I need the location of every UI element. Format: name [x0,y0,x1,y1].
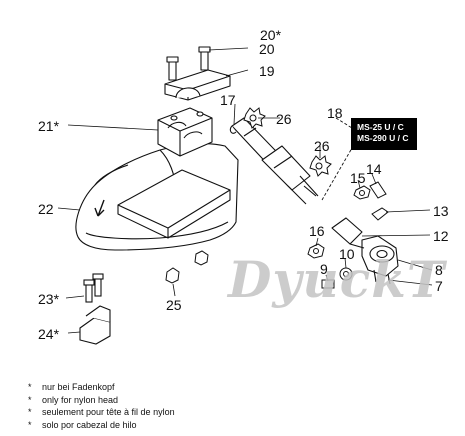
footnote-star: * [28,394,32,405]
part-label-26-upper: 26 [276,111,292,127]
part-label-16: 16 [309,223,325,239]
part-label-12: 12 [433,228,449,244]
part-label-13: 13 [433,203,449,219]
part-label-9: 9 [320,261,328,277]
deflector-guard [75,143,239,251]
star-washer-upper [243,107,266,129]
model-line-2: MS-290 U / C [357,133,409,143]
part-label-21-star: 21* [38,118,60,134]
footnote-text: seulement pour tête à fil de nylon [42,407,175,417]
part-label-19: 19 [259,63,275,79]
footnote-text: nur bei Fadenkopf [42,382,115,392]
mounting-bracket [157,107,213,157]
part-label-25: 25 [166,297,182,313]
star-washer-lower [309,155,332,177]
footnote-text: only for nylon head [42,394,119,405]
drive-shaft [229,117,319,205]
model-label-box: MS-25 U / C MS-290 U / C [351,118,417,150]
part-label-15: 15 [350,170,366,186]
hardware-small [165,181,389,289]
part-label-26-lower: 26 [314,138,330,154]
model-line-1: MS-25 U / C [357,122,404,132]
part-label-14: 14 [366,161,382,177]
footnote-text: solo por cabezal de hilo [42,419,137,430]
clamp-with-screws [164,46,231,101]
leader-lines [57,47,433,334]
watermark: DyuckT [228,250,446,309]
part-label-20-star: 20* [260,27,282,43]
footnotes: *nur bei Fadenkopf *only for nylon head … [28,381,175,431]
footnote-de: * nur bei Fadenkopf [28,381,175,394]
footnote-star: * [28,419,32,430]
small-bracket [79,273,111,345]
part-label-24-star: 24* [38,326,60,342]
footnote-fr: * seulement pour tête à fil de nylon [28,406,175,419]
part-label-17: 17 [220,92,236,108]
part-label-20: 20 [259,41,275,57]
footnote-star: * [28,407,32,417]
part-label-10: 10 [339,246,355,262]
part-label-23-star: 23* [38,291,60,307]
part-label-8: 8 [435,262,443,278]
gear-head [331,217,399,285]
footnote-es: * solo por cabezal de hilo [28,419,175,432]
bracket-leader-18 [321,117,353,201]
part-label-18: 18 [327,105,343,121]
footnote-en: * only for nylon head [28,394,175,407]
footnote-star: * [28,382,32,392]
part-label-22: 22 [38,201,54,217]
part-label-7: 7 [435,278,443,294]
